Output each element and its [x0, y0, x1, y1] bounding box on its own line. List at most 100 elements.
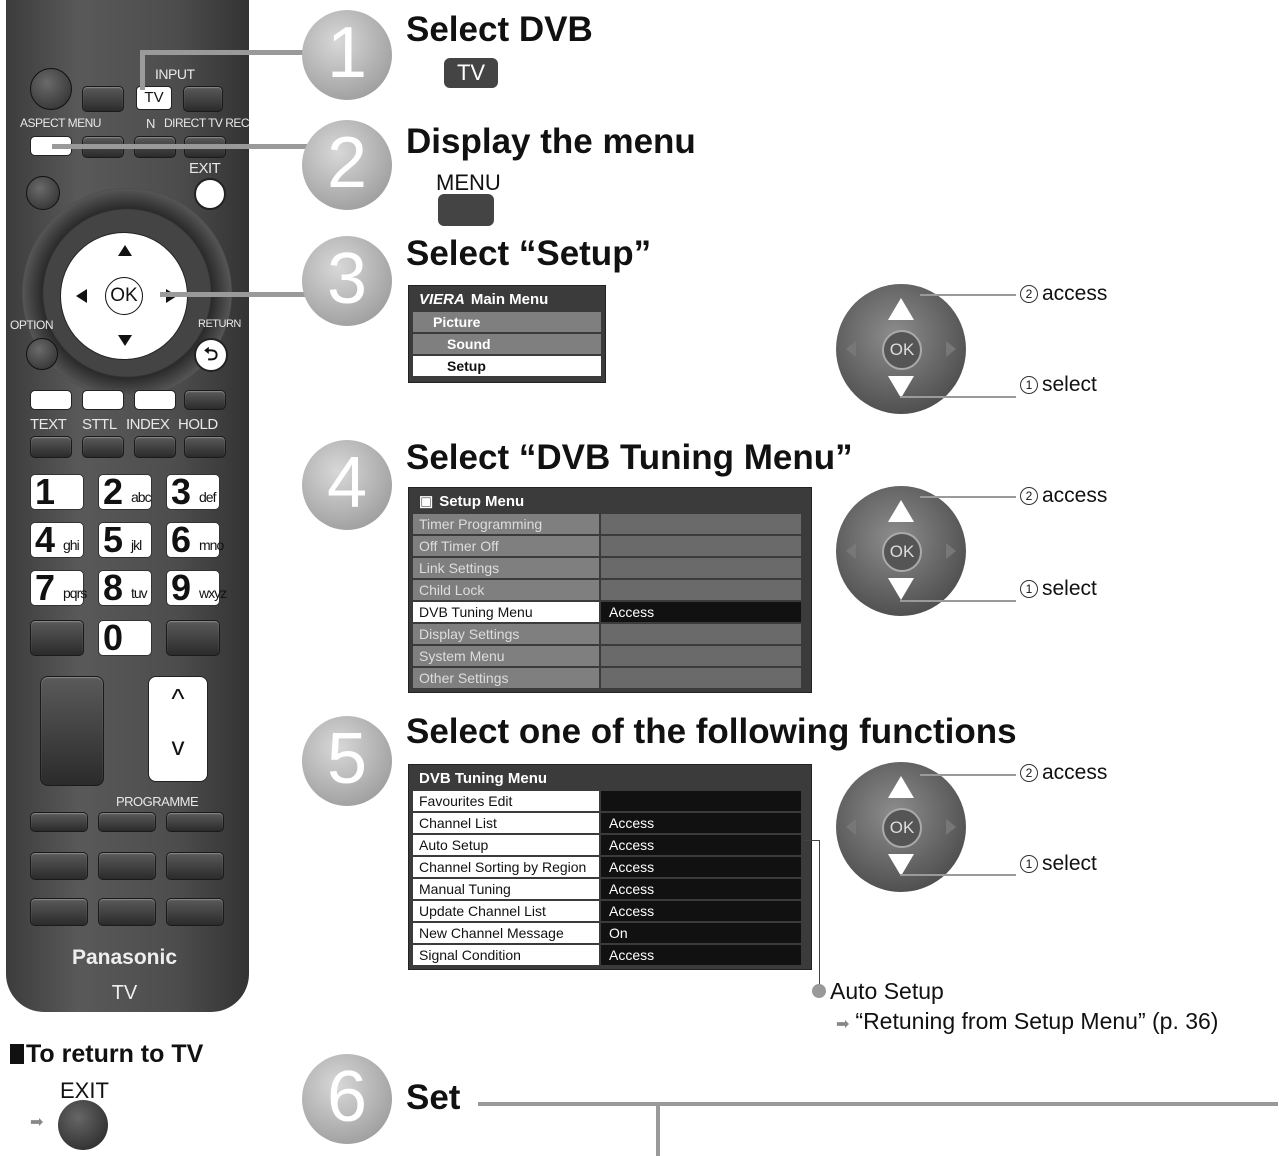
setup-menu-item[interactable]: Child Lock [413, 580, 807, 600]
aspect-menu-label: ASPECT MENU [20, 116, 101, 130]
letters: tuv [131, 585, 148, 601]
ok-button[interactable]: OK [105, 277, 143, 315]
item-value: Access [601, 857, 801, 877]
color-button-blue[interactable] [184, 390, 226, 410]
step-number-6: 6 [302, 1054, 392, 1144]
text-button[interactable] [30, 436, 72, 458]
main-menu-item-picture[interactable]: Picture [413, 312, 601, 332]
item-label: Timer Programming [413, 514, 599, 534]
ok-icon: OK [882, 532, 922, 572]
return-icon[interactable]: ⮌ [194, 338, 228, 372]
number-key-8[interactable]: 8 tuv [98, 567, 152, 608]
dvb-menu-item[interactable]: Favourites Edit [413, 791, 807, 811]
option-button[interactable] [26, 338, 58, 370]
select-text: select [1042, 577, 1097, 600]
dpad-icon: OK [836, 486, 966, 616]
blank-button[interactable] [166, 812, 224, 832]
blank-button[interactable] [30, 620, 84, 656]
step-number: 5 [326, 719, 368, 799]
tv-button[interactable]: TV [136, 86, 172, 110]
number-key-1[interactable]: 1 [30, 471, 84, 512]
color-button-yellow[interactable] [134, 390, 176, 410]
setup-menu-item[interactable]: Other Settings [413, 668, 807, 688]
programme-rocker[interactable]: ^ v [148, 676, 208, 782]
index-button[interactable] [134, 436, 176, 458]
exit-key-icon[interactable] [58, 1100, 108, 1150]
ref-text: “Retuning from Setup Menu” (p. 36) [855, 1008, 1219, 1034]
setup-menu-item[interactable]: Off Timer Off [413, 536, 807, 556]
blank-button[interactable] [98, 812, 156, 832]
digit: 8 [103, 567, 124, 608]
item-label: Update Channel List [413, 901, 599, 921]
dpad-icon: OK [836, 284, 966, 414]
sttl-button[interactable] [82, 436, 124, 458]
right-triangle-icon [946, 819, 956, 835]
setup-menu-item[interactable]: Display Settings [413, 624, 807, 644]
blank-button[interactable] [30, 898, 88, 926]
up-triangle-icon [888, 776, 914, 798]
left-arrow-icon[interactable] [76, 289, 87, 303]
blank-button[interactable] [82, 86, 124, 112]
item-label: Child Lock [413, 580, 599, 600]
color-button-red[interactable] [30, 390, 72, 410]
step-number-2: 2 [302, 120, 392, 210]
option-label: OPTION [10, 318, 54, 332]
setup-menu-item[interactable]: Link Settings [413, 558, 807, 578]
main-menu-item-sound[interactable]: Sound [413, 334, 601, 354]
item-value [601, 624, 801, 644]
blank-button[interactable] [98, 852, 156, 880]
tv-key-icon: TV [444, 58, 498, 88]
auto-setup-note-title: Auto Setup [812, 978, 944, 1005]
main-menu-item-setup[interactable]: Setup [413, 356, 601, 376]
up-arrow-icon[interactable] [118, 245, 132, 256]
circled-1: 1 [1020, 855, 1038, 873]
item-value: Access [601, 602, 801, 622]
left-triangle-icon [846, 819, 856, 835]
access-line [920, 774, 1016, 776]
setup-menu-item[interactable]: Timer Programming [413, 514, 807, 534]
blank-button[interactable] [30, 852, 88, 880]
digit: 5 [103, 519, 124, 560]
arrow-right-icon: ➡ [836, 1016, 850, 1033]
blank-button[interactable] [166, 620, 220, 656]
input-button[interactable] [183, 86, 223, 112]
step-6-title: Set [406, 1078, 461, 1117]
square-bullet-icon [10, 1044, 24, 1064]
blank-button[interactable] [30, 812, 88, 832]
down-arrow-icon[interactable] [118, 335, 132, 346]
setup-menu-item[interactable]: System Menu [413, 646, 807, 666]
volume-rocker[interactable] [40, 676, 104, 786]
programme-down-icon[interactable]: v [171, 731, 185, 761]
blank-button[interactable] [166, 898, 224, 926]
hold-button[interactable] [184, 436, 226, 458]
programme-up-icon[interactable]: ^ [171, 683, 185, 714]
blank-button[interactable] [166, 852, 224, 880]
color-button-green[interactable] [82, 390, 124, 410]
blank-round-button[interactable] [26, 176, 60, 210]
step-4-title: Select “DVB Tuning Menu” [406, 438, 853, 477]
up-triangle-icon [888, 500, 914, 522]
blank-button[interactable] [98, 898, 156, 926]
power-button[interactable] [30, 68, 72, 110]
exit-button[interactable] [194, 178, 226, 210]
menu-item-label: Setup [413, 356, 601, 376]
number-key-0[interactable]: 0 [98, 617, 152, 658]
auto-setup-callout-v [819, 840, 820, 986]
set-line-drop [656, 1102, 660, 1156]
